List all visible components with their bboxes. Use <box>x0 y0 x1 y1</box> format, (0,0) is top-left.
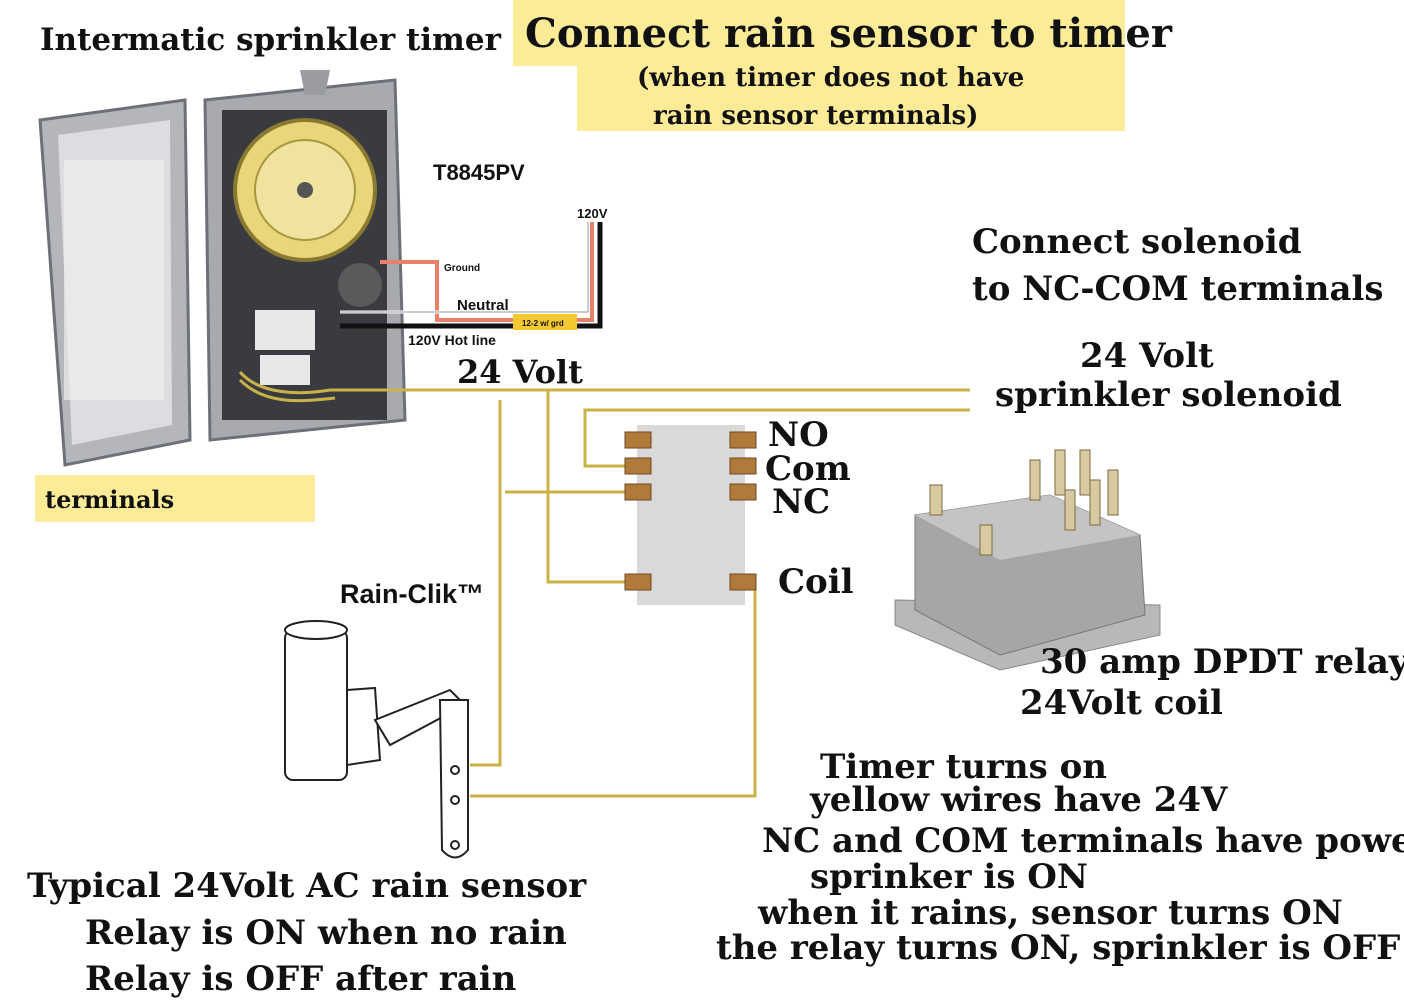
sensor-line1: Typical 24Volt AC rain sensor <box>27 866 587 906</box>
terminal-coil-left <box>624 573 652 591</box>
explanation-line1: Timer turns on <box>820 747 1107 787</box>
solenoid-note-line2: to NC-COM terminals <box>972 269 1384 309</box>
explanation-line3: NC and COM terminals have power <box>762 821 1404 861</box>
subtitle-line2: rain sensor terminals) <box>653 101 978 131</box>
label-ground: Ground <box>444 263 480 274</box>
sensor-line2: Relay is ON when no rain <box>85 913 567 953</box>
terminal-nc-left <box>624 483 652 501</box>
relay-schematic <box>624 425 757 605</box>
solenoid-label-line2: sprinkler solenoid <box>995 375 1342 415</box>
cable-tag <box>513 314 577 330</box>
terminal-no-right <box>729 431 757 449</box>
terminals-label: terminals <box>45 485 174 514</box>
title: Connect rain sensor to timer <box>525 10 1173 57</box>
label-hot-line: 120V Hot line <box>408 332 496 348</box>
terminal-com-left <box>624 457 652 475</box>
terminal-nc-right <box>729 483 757 501</box>
rain-sensor-image <box>284 620 469 859</box>
dpdt-relay-image <box>894 449 1161 671</box>
explanation-line2: yellow wires have 24V <box>809 780 1228 820</box>
label-nc: NC <box>772 482 830 522</box>
label-cable: 12-2 w/ grd <box>522 319 564 328</box>
label-neutral: Neutral <box>457 297 509 314</box>
timer-heading: Intermatic sprinkler timer <box>40 22 502 58</box>
terminal-com-right <box>729 457 757 475</box>
relay-desc-line2: 24Volt coil <box>1020 683 1223 723</box>
explanation-line5: when it rains, sensor turns ON <box>757 893 1343 933</box>
explanation-line6: the relay turns ON, sprinkler is OFF <box>716 928 1400 968</box>
explanation-line4: sprinker is ON <box>810 857 1088 897</box>
timer-model: T8845PV <box>433 160 525 185</box>
solenoid-label-line1: 24 Volt <box>1080 336 1214 376</box>
subtitle-line1: (when timer does not have <box>637 63 1024 93</box>
sensor-brand: Rain-Clik™ <box>340 579 484 609</box>
timer-enclosure-image <box>38 70 407 467</box>
label-coil: Coil <box>778 562 854 602</box>
relay-desc-line1: 30 amp DPDT relay <box>1040 642 1404 682</box>
label-no: NO <box>768 415 829 455</box>
terminals-highlight <box>35 475 315 522</box>
low-voltage-wiring <box>238 370 970 798</box>
sensor-line3: Relay is OFF after rain <box>85 959 516 999</box>
title-highlight <box>513 0 1125 66</box>
label-24-volt: 24 Volt <box>457 353 583 391</box>
relay-body <box>637 425 745 605</box>
line-voltage-wiring <box>340 222 603 330</box>
terminal-no-left <box>624 431 652 449</box>
label-com: Com <box>765 449 851 489</box>
terminal-coil-right <box>729 573 757 591</box>
subtitle-highlight <box>577 64 1125 131</box>
solenoid-note-line1: Connect solenoid <box>972 222 1302 262</box>
label-120v: 120V <box>577 206 608 221</box>
